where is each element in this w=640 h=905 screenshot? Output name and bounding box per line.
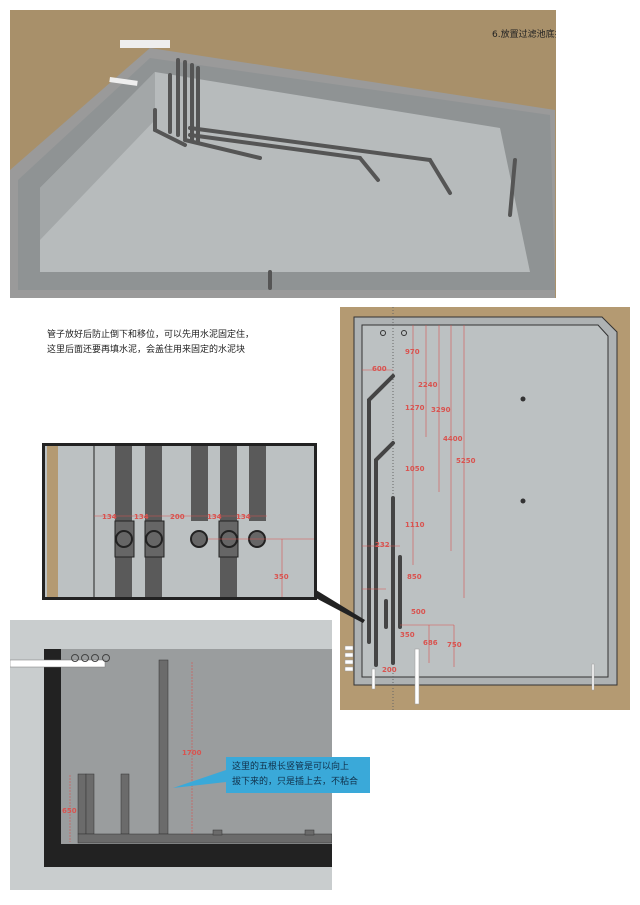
dim-1110: 1110 <box>405 521 425 529</box>
dim-686: 686 <box>423 639 438 647</box>
pipe-section-view: 1700 650 <box>10 620 332 890</box>
pool-3d-render: 6.放置过滤池底排管 <box>10 10 556 298</box>
dim-height-350: 350 <box>274 573 289 581</box>
dim-850: 850 <box>407 573 422 581</box>
dim-200: 200 <box>382 666 397 674</box>
dim-750: 750 <box>447 641 462 649</box>
dim-970: 970 <box>405 348 420 356</box>
callout-line-1: 这里的五根长竖管是可以向上 <box>232 762 350 772</box>
detail-leader-line <box>310 590 365 623</box>
dim-600: 600 <box>372 365 387 373</box>
note-line-1: 管子放好后防止倒下和移位，可以先用水泥固定住， <box>47 330 255 340</box>
dim-3290: 3290 <box>431 406 451 414</box>
dim-500: 500 <box>411 608 426 616</box>
dim-350: 350 <box>400 631 415 639</box>
dim-1270: 1270 <box>405 404 425 412</box>
dim-1700: 1700 <box>182 749 202 757</box>
dim-spacing-3: 200 <box>170 513 185 521</box>
callout-note: 这里的五根长竖管是可以向上 拔下来的，只是插上去，不粘合 <box>226 757 370 793</box>
dim-spacing-1: 134 <box>102 513 117 521</box>
pipe-detail-view: 134 134 200 134 134 350 <box>42 443 317 600</box>
dim-spacing-5: 134 <box>236 513 251 521</box>
dim-spacing-4: 134 <box>207 513 222 521</box>
installation-note: 管子放好后防止倒下和移位，可以先用水泥固定住， 这里后面还要再填水泥，会盖住用来… <box>47 328 254 358</box>
dim-spacing-2: 134 <box>134 513 149 521</box>
callout-line-2: 拔下来的，只是插上去，不粘合 <box>232 777 359 787</box>
plan-view-drawing: 970 2240 1270 3290 4400 5250 1050 1110 8… <box>340 307 630 710</box>
dim-232: 232 <box>375 541 390 549</box>
dim-5250: 5250 <box>456 457 476 465</box>
section-title: 6.放置过滤池底排管 <box>492 28 556 40</box>
dim-1050: 1050 <box>405 465 425 473</box>
dim-4400: 4400 <box>443 435 463 443</box>
dim-2240: 2240 <box>418 381 438 389</box>
dim-650: 650 <box>62 807 77 815</box>
note-line-2: 这里后面还要再填水泥，会盖住用来固定的水泥块 <box>47 345 246 355</box>
